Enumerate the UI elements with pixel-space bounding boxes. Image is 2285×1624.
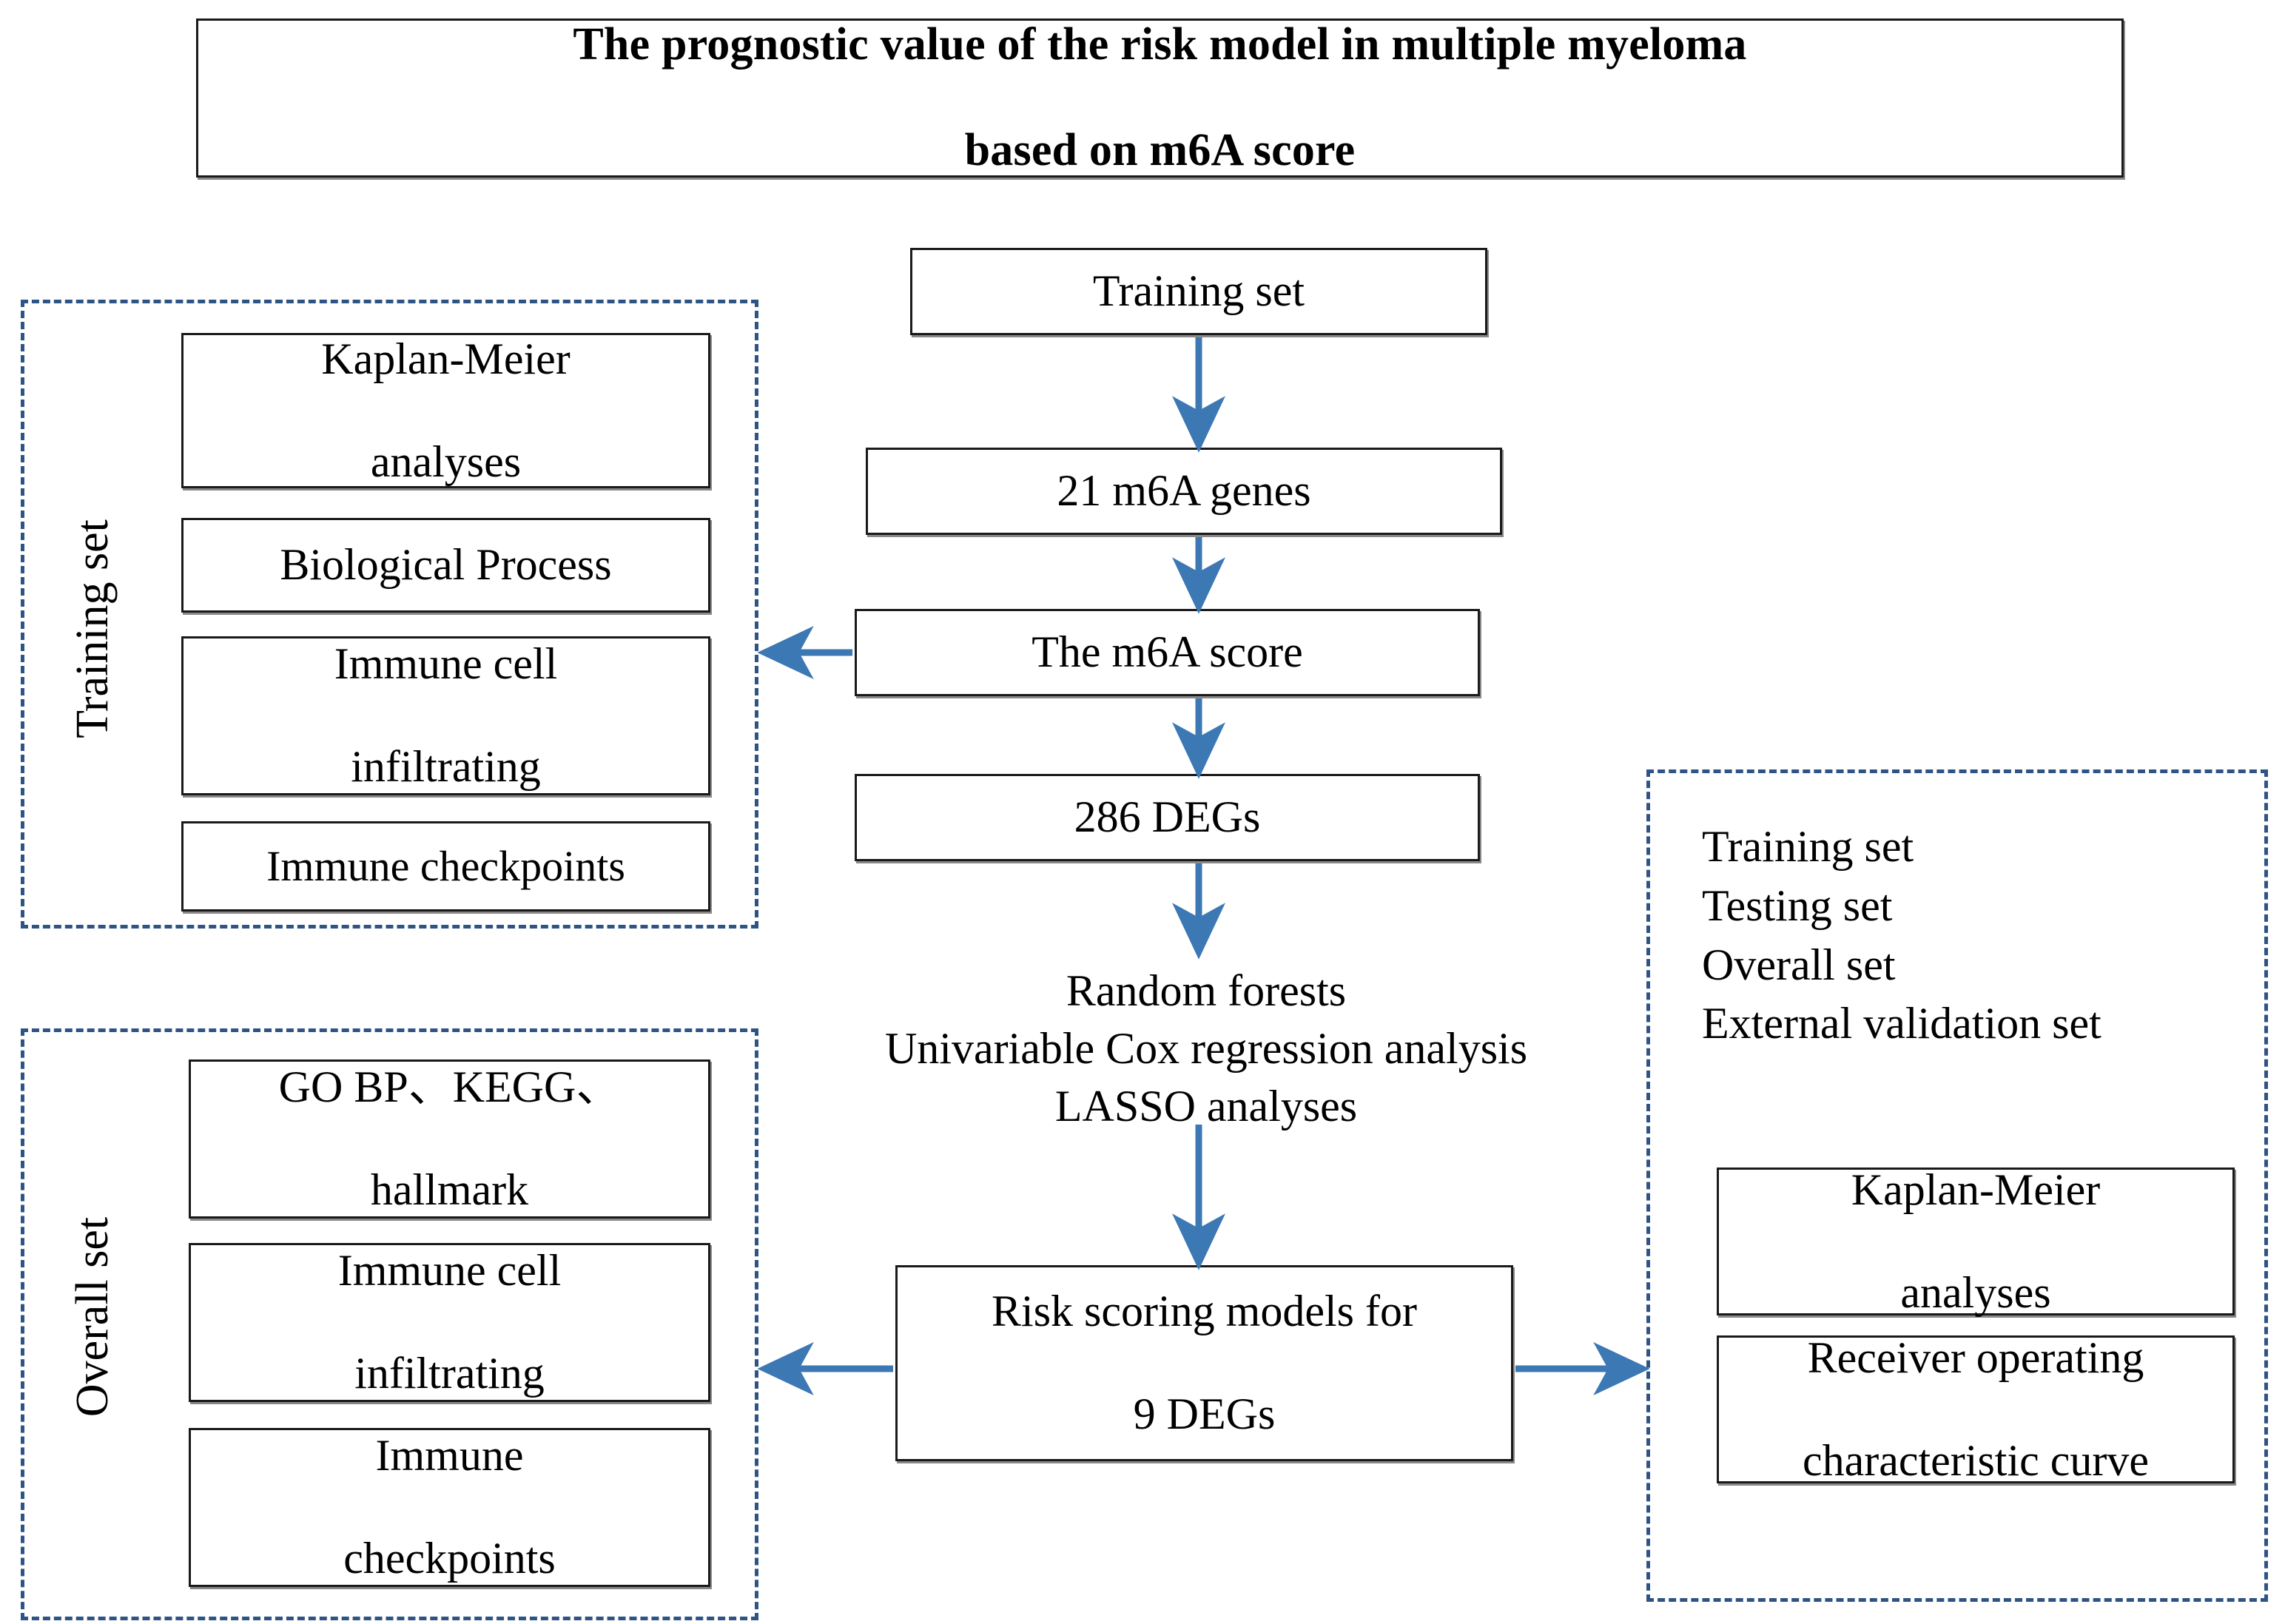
validation-group (1646, 769, 2268, 1602)
validation-roc-line-1: Receiver operating (1807, 1332, 2144, 1382)
validation-roc-line-2: characteristic curve (1802, 1435, 2150, 1485)
validation-roc-curve-box[interactable]: Receiver operating characteristic curve (1717, 1332, 2235, 1485)
overall-immune-cell-line-2: infiltrating (354, 1349, 545, 1398)
overall-immune-checkpoints-line-2: checkpoints (343, 1534, 556, 1583)
center-m6a-score-box[interactable]: The m6A score (855, 609, 1480, 696)
center-degs-label: 286 DEGs (1074, 792, 1261, 842)
training-immune-checkpoints-box[interactable]: Immune checkpoints (181, 821, 710, 912)
center-risk-scoring-model-box[interactable]: Risk scoring models for 9 DEGs (895, 1265, 1513, 1461)
training-kaplan-meier-box[interactable]: Kaplan-Meier analyses (181, 333, 710, 488)
method-line-lasso: LASSO analyses (1054, 1082, 1358, 1131)
title-line-1: The prognostic value of the risk model i… (573, 18, 1747, 70)
method-line-cox-regression: Univariable Cox regression analysis (884, 1024, 1528, 1073)
training-immune-cell-infiltrating-box[interactable]: Immune cell infiltrating (181, 636, 710, 795)
validation-dataset-list: Training set Testing set Overall set Ext… (1702, 818, 2264, 1054)
method-line-random-forests: Random forests (1066, 966, 1347, 1015)
risk-model-line-2: 9 DEGs (1133, 1389, 1276, 1439)
center-m6a-score-label: The m6A score (1032, 627, 1303, 677)
center-training-set-label: Training set (1092, 266, 1305, 316)
center-degs-box[interactable]: 286 DEGs (855, 774, 1480, 861)
validation-kaplan-meier-box[interactable]: Kaplan-Meier analyses (1717, 1165, 2235, 1317)
training-immune-checkpoints-label: Immune checkpoints (266, 842, 625, 891)
validation-list-item-testing-set: Testing set (1702, 880, 1893, 930)
overall-immune-cell-infiltrating-box[interactable]: Immune cell infiltrating (189, 1243, 710, 1402)
training-set-group (21, 300, 758, 929)
validation-list-item-external-validation-set: External validation set (1702, 999, 2101, 1048)
overall-immune-checkpoints-line-1: Immune (375, 1431, 524, 1480)
training-kaplan-meier-line-1: Kaplan-Meier (321, 334, 571, 383)
overall-immune-cell-line-1: Immune cell (337, 1246, 562, 1296)
risk-model-line-1: Risk scoring models for (992, 1287, 1417, 1336)
title-line-2: based on m6A score (964, 125, 1356, 176)
overall-set-group (21, 1028, 758, 1620)
validation-list-item-training-set: Training set (1702, 822, 1914, 871)
overall-go-kegg-hallmark-box[interactable]: GO BP、KEGG、 hallmark (189, 1059, 710, 1219)
training-immune-cell-line-2: infiltrating (351, 742, 541, 792)
overall-go-kegg-line-1: GO BP、KEGG、 (278, 1062, 621, 1112)
center-m6a-genes-label: 21 m6A genes (1057, 466, 1311, 516)
overall-immune-checkpoints-box[interactable]: Immune checkpoints (189, 1428, 710, 1587)
validation-kaplan-meier-line-2: analyses (1900, 1267, 2051, 1317)
overall-go-kegg-line-2: hallmark (370, 1165, 529, 1215)
validation-kaplan-meier-line-1: Kaplan-Meier (1851, 1165, 2101, 1214)
validation-list-item-overall-set: Overall set (1702, 940, 1896, 989)
training-biological-process-box[interactable]: Biological Process (181, 518, 710, 613)
center-methods-text-block: Random forests Univariable Cox regressio… (814, 962, 1598, 1135)
training-set-side-label: Training set (67, 519, 118, 738)
training-biological-process-label: Biological Process (280, 540, 612, 590)
center-m6a-genes-box[interactable]: 21 m6A genes (866, 448, 1502, 535)
diagram-title: The prognostic value of the risk model i… (196, 18, 2124, 178)
training-kaplan-meier-line-2: analyses (370, 437, 522, 486)
overall-set-side-label: Overall set (67, 1216, 118, 1418)
training-immune-cell-line-1: Immune cell (334, 639, 558, 689)
center-training-set-box[interactable]: Training set (910, 248, 1487, 335)
